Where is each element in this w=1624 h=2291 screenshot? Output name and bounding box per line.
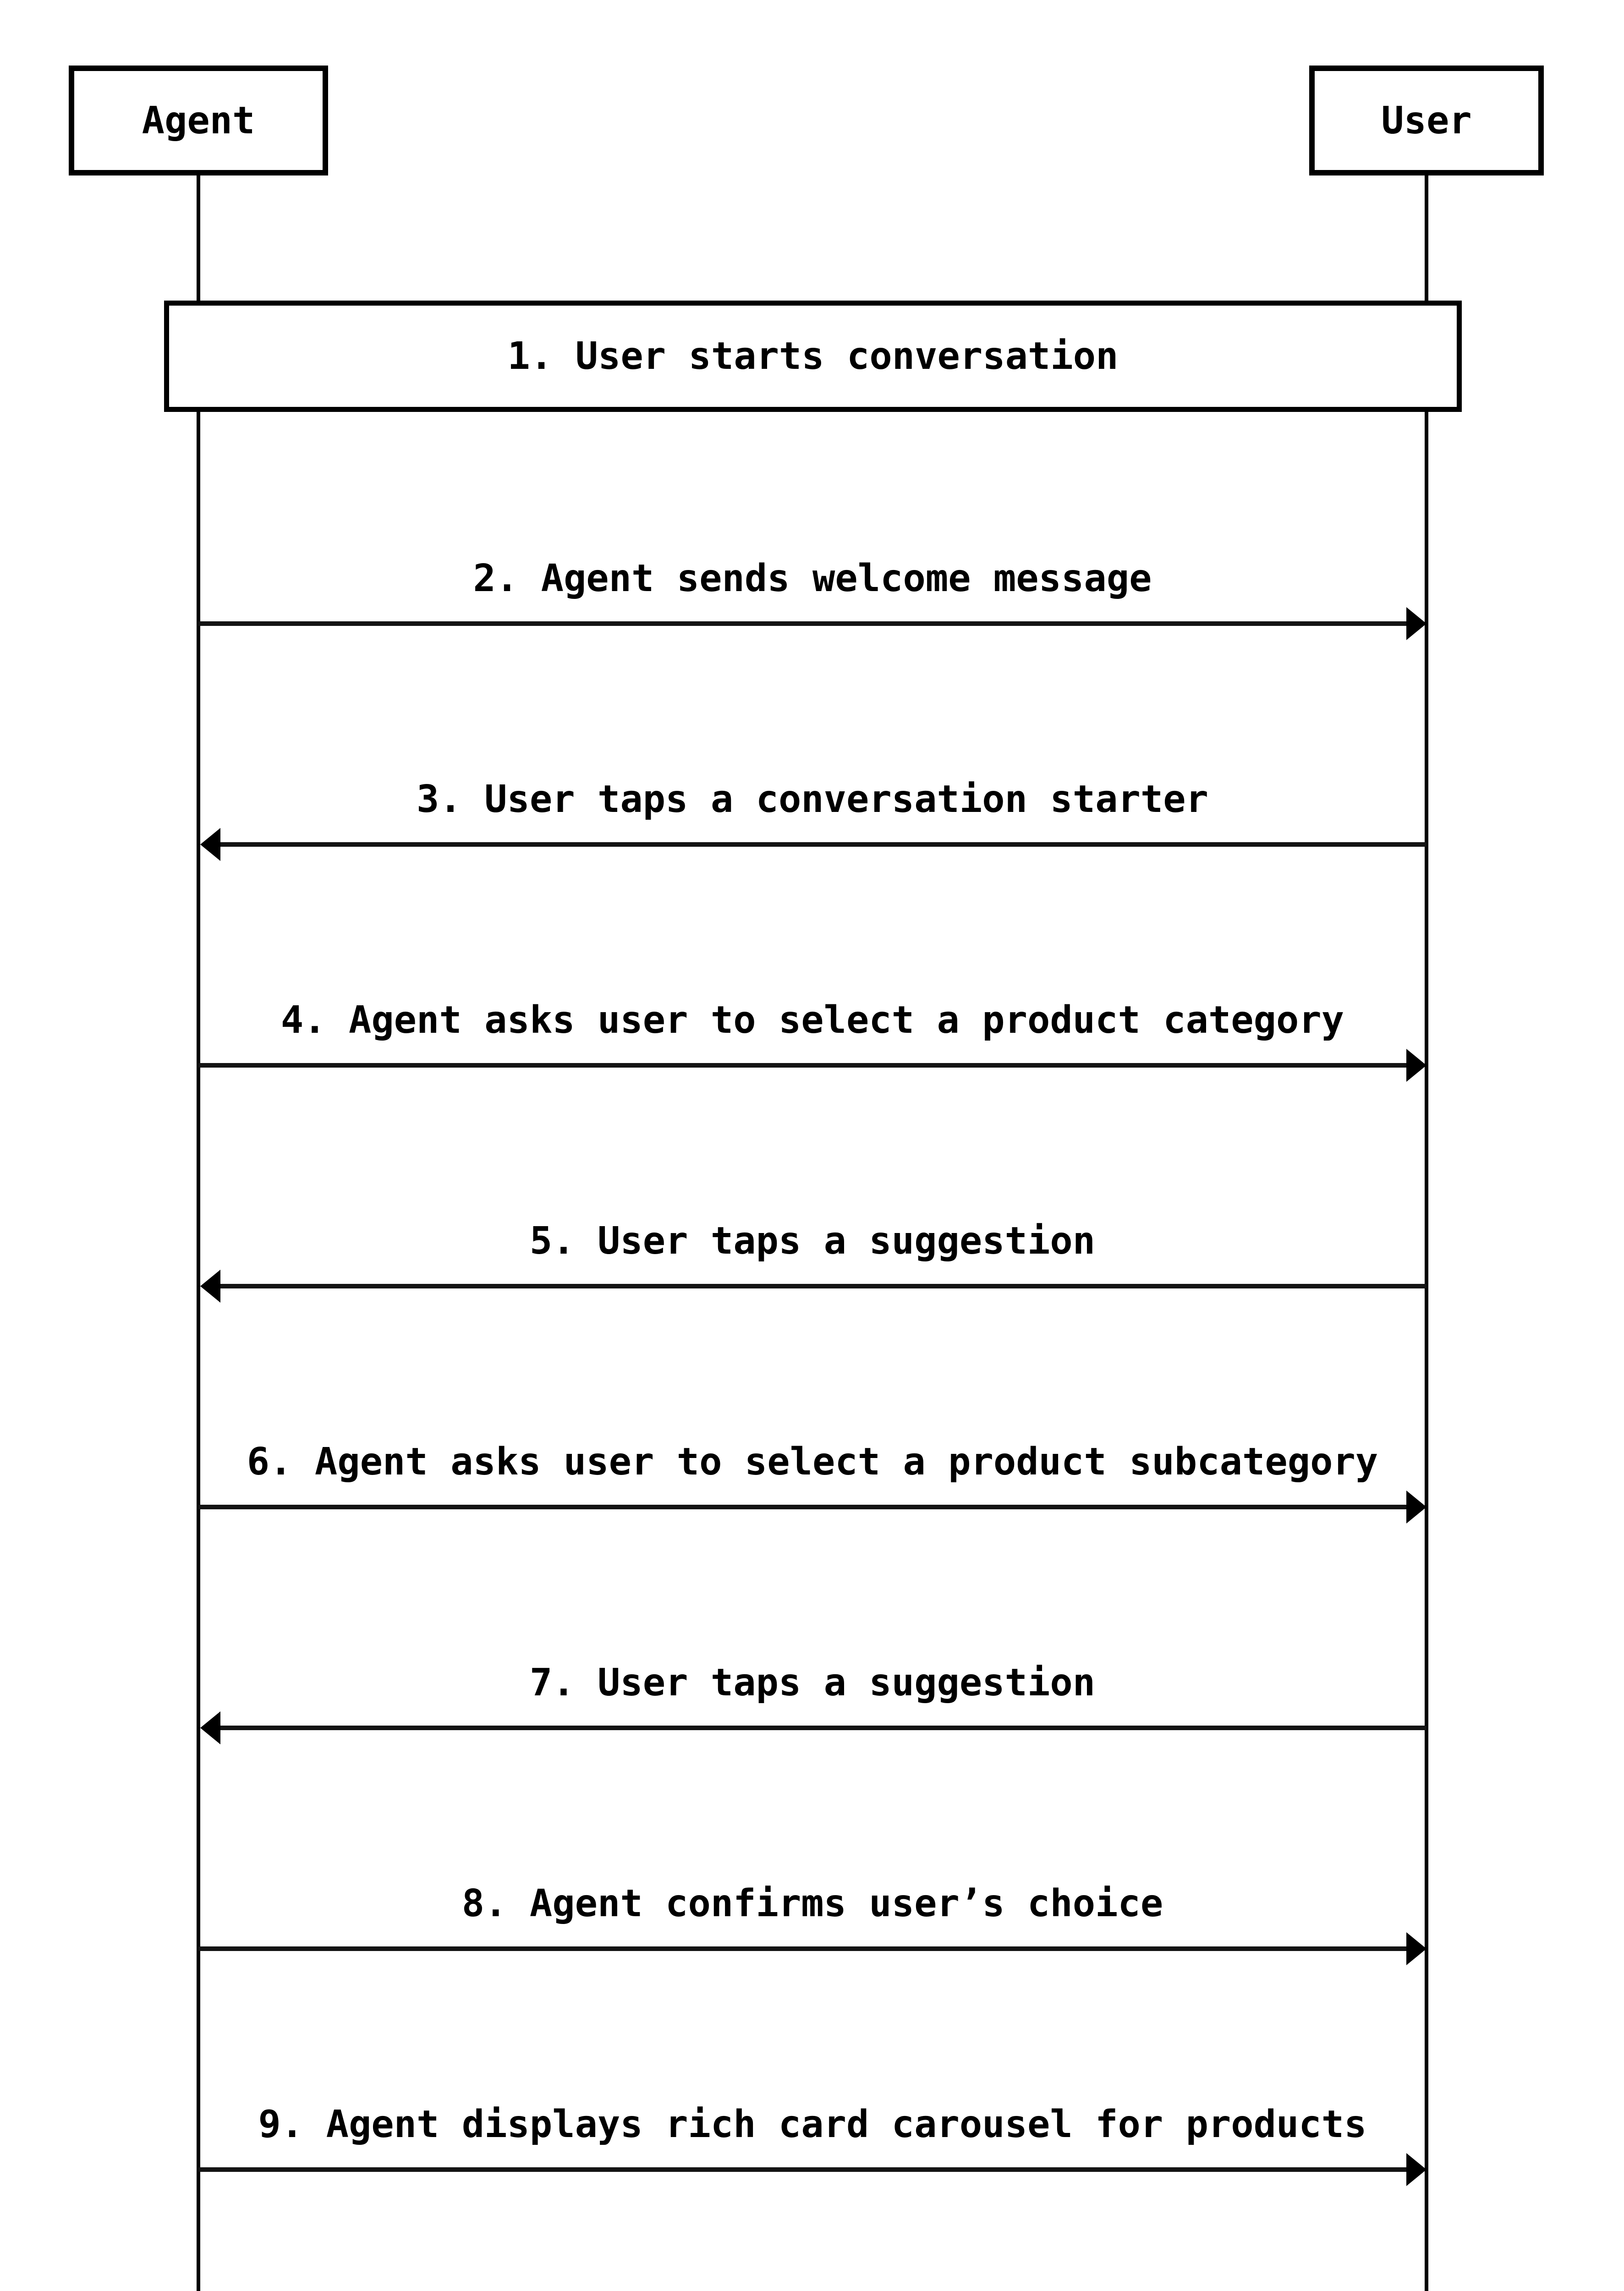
actor-box-agent-top: Agent [69,66,328,175]
message-label-2: 2. Agent sends welcome message [473,557,1152,600]
user-lifeline [1425,175,1428,2291]
note-label: 1. User starts conversation [507,334,1119,378]
message-arrow-3 [200,828,1426,861]
arrowhead-right-icon [1406,1491,1426,1524]
message-label-6: 6. Agent asks user to select a product s… [247,1440,1378,1484]
message-arrow-6 [198,1491,1426,1524]
message-label-7: 7. User taps a suggestion [529,1661,1096,1705]
arrowhead-left-icon [200,1270,220,1303]
message-arrow-9 [198,2153,1426,2186]
message-arrow-8 [198,1932,1426,1965]
message-arrow-7 [200,1711,1426,1744]
message-label-3: 3. User taps a conversation starter [417,778,1208,821]
message-arrow-4 [198,1049,1426,1082]
message-label-4: 4. Agent asks user to select a product c… [280,998,1344,1042]
message-label-5: 5. User taps a suggestion [529,1219,1096,1263]
arrowhead-left-icon [200,1711,220,1744]
agent-lifeline [197,175,200,2291]
message-arrow-2 [198,607,1426,640]
message-label-9: 9. Agent displays rich card carousel for… [258,2103,1367,2146]
actor-label-user: User [1381,99,1472,143]
arrowhead-left-icon [200,828,220,861]
message-arrow-5 [200,1270,1426,1303]
actor-box-user-top: User [1309,66,1544,175]
actor-label-agent: Agent [142,99,255,143]
arrowhead-right-icon [1406,2153,1426,2186]
arrowhead-right-icon [1406,607,1426,640]
message-label-8: 8. Agent confirms user’s choice [461,1882,1163,1925]
arrowhead-right-icon [1406,1049,1426,1082]
arrowhead-right-icon [1406,1932,1426,1965]
note-step-1: 1. User starts conversation [164,301,1462,412]
